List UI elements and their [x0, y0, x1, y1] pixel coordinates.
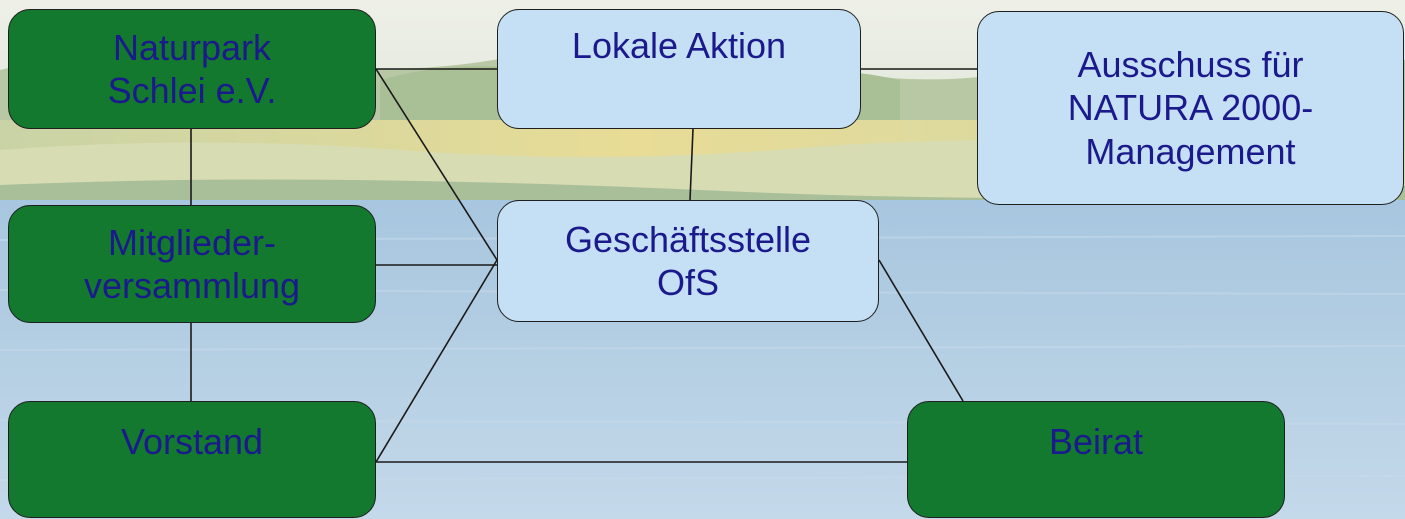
- node-label-line: Schlei e.V.: [107, 70, 277, 112]
- node-lokale-aktion: Lokale Aktion: [497, 9, 861, 129]
- node-label-line: Ausschuss für: [1077, 44, 1304, 86]
- connector-naturpark-geschaeft: [375, 68, 498, 261]
- node-label-line: Naturpark: [112, 27, 272, 68]
- node-label-line: Geschäftsstelle: [564, 218, 812, 260]
- node-label-line: Vorstand: [120, 421, 264, 462]
- node-label-line: Mitglieder-: [107, 221, 277, 263]
- connector-vorstand-geschaeft: [375, 259, 498, 463]
- node-label-line: Lokale Aktion: [571, 25, 787, 66]
- node-label-line: Beirat: [1048, 421, 1144, 462]
- node-ausschuss-natura-2000: Ausschuss für NATURA 2000- Management: [977, 11, 1404, 205]
- node-beirat: Beirat: [907, 401, 1285, 518]
- node-label-line: OfS: [656, 262, 719, 303]
- node-label-line: versammlung: [83, 265, 301, 306]
- connector-geschaeft-beirat: [878, 259, 964, 402]
- node-vorstand: Vorstand: [8, 401, 376, 518]
- connector-lokale-geschaeft: [689, 128, 694, 201]
- node-label-line: Management: [1085, 130, 1296, 172]
- node-naturpark-schlei: Naturpark Schlei e.V.: [8, 9, 376, 129]
- node-geschaeftsstelle-ofs: Geschäftsstelle OfS: [497, 200, 879, 322]
- node-mitgliederversammlung: Mitglieder- versammlung: [8, 205, 376, 323]
- node-label-line: NATURA 2000-: [1067, 87, 1314, 129]
